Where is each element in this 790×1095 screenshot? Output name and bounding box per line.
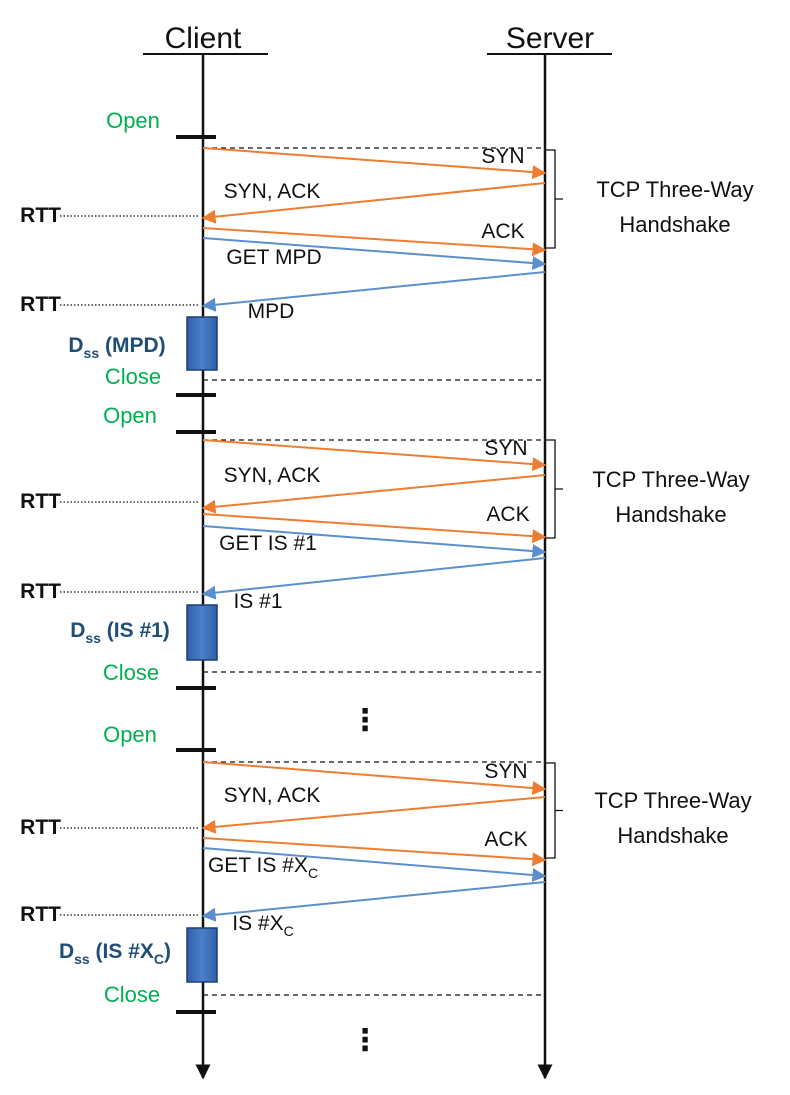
open-label: Open [103, 403, 157, 428]
response-arrow [201, 881, 546, 922]
get-request-arrow [202, 237, 547, 271]
client-header: Client [165, 22, 242, 55]
handshake-brace [545, 762, 563, 859]
handshake-label-line1: TCP Three-Way [592, 467, 749, 492]
syn-label: SYN [484, 437, 527, 460]
ack-arrow [202, 227, 547, 257]
handshake-brace [545, 149, 563, 249]
ack-label: ACK [481, 220, 524, 243]
open-label: Open [103, 722, 157, 747]
dss-label: Dss (IS #1) [70, 619, 170, 646]
syn-label: SYN [481, 145, 524, 168]
ack-arrow [202, 513, 547, 544]
dss-label: Dss (IS #XC) [59, 940, 171, 967]
response-label: IS #1 [233, 590, 282, 613]
rtt-label: RTT [20, 204, 61, 227]
response-label: IS #XC [232, 912, 294, 939]
dss-label: Dss (MPD) [68, 334, 165, 361]
handshake-label-line2: Handshake [617, 823, 728, 848]
ellipsis-end: ⋮ [350, 1024, 380, 1057]
handshake-label-line1: TCP Three-Way [596, 177, 753, 202]
close-label: Close [105, 364, 161, 389]
server-header: Server [506, 22, 594, 55]
close-label: Close [103, 660, 159, 685]
syn-ack-label: SYN, ACK [224, 180, 321, 203]
handshake-label-line1: TCP Three-Way [594, 788, 751, 813]
handshake-label-line2: Handshake [619, 212, 730, 237]
download-duration-box [186, 316, 218, 371]
get-request-label: GET IS #1 [219, 532, 317, 555]
rtt-label: RTT [20, 816, 61, 839]
rtt-label: RTT [20, 903, 61, 926]
rtt-label: RTT [20, 490, 61, 513]
ack-label: ACK [484, 828, 527, 851]
syn-arrow [202, 439, 547, 472]
get-request-label: GET IS #XC [208, 854, 318, 881]
syn-ack-label: SYN, ACK [224, 464, 321, 487]
handshake-brace [545, 439, 563, 539]
response-arrow [201, 271, 546, 312]
syn-ack-arrow [201, 796, 546, 834]
response-label: MPD [248, 300, 295, 323]
response-arrow [201, 557, 546, 600]
open-label: Open [106, 108, 160, 133]
download-duration-box [186, 604, 218, 661]
syn-ack-arrow [201, 182, 546, 224]
rtt-label: RTT [20, 580, 61, 603]
syn-arrow [202, 147, 547, 180]
get-request-arrow [202, 847, 547, 882]
handshake-label-line2: Handshake [615, 502, 726, 527]
download-duration-box [186, 927, 218, 983]
ack-arrow [202, 837, 547, 867]
close-label: Close [104, 982, 160, 1007]
syn-ack-arrow [201, 474, 546, 514]
rtt-label: RTT [20, 293, 61, 316]
get-request-arrow [202, 525, 547, 559]
ellipsis-middle: ⋮ [350, 704, 380, 737]
syn-arrow [202, 761, 547, 795]
ack-label: ACK [486, 503, 529, 526]
get-request-label: GET MPD [226, 246, 321, 269]
syn-label: SYN [484, 760, 527, 783]
syn-ack-label: SYN, ACK [224, 784, 321, 807]
